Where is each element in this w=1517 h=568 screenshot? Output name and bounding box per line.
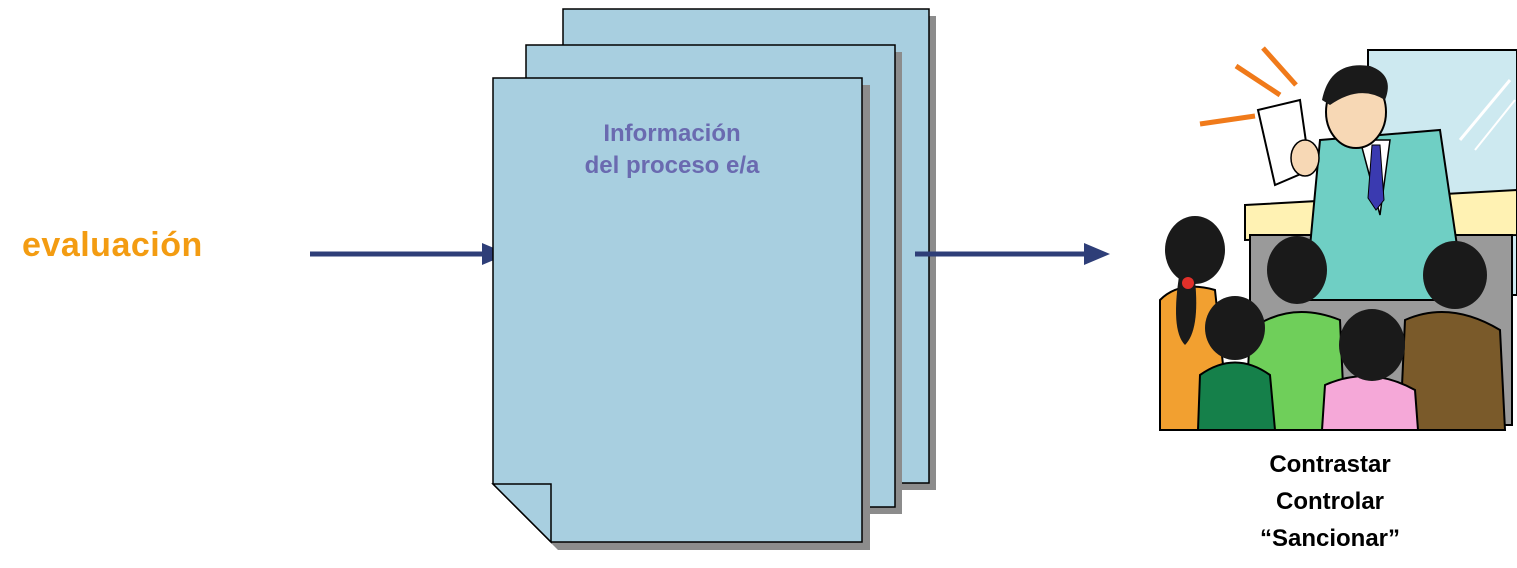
caption-line-controlar: Controlar [1276,488,1384,515]
output-arrow-icon [915,243,1110,265]
document-title-line: del proceso e/a [584,152,760,179]
caption-line-contrastar: Contrastar [1269,451,1391,478]
document-title: Información del proceso e/a [512,118,832,182]
output-caption: Contrastar Controlar “Sancionar” [1160,446,1500,557]
document-page-front [491,77,870,550]
input-arrow-icon [310,243,508,265]
presenter-figure [1256,65,1467,301]
presenter-audience-illustration [1159,46,1517,431]
input-label: evaluación [22,226,203,264]
caption-line-sancionar: “Sancionar” [1259,525,1401,552]
audience-figures [1159,216,1507,431]
document-title-line: Información [603,120,741,147]
document-stack [491,8,936,550]
